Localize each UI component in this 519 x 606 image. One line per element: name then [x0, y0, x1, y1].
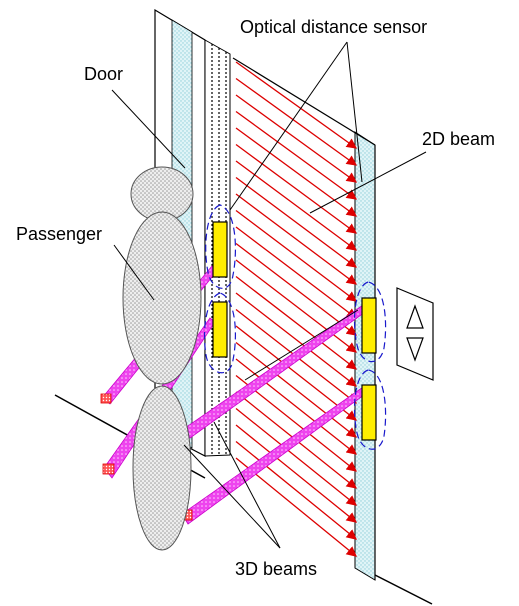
- detection-zone-right-lower: [353, 369, 387, 450]
- 2d-beam-array: [235, 61, 358, 557]
- 2d-beam-arrow: [235, 176, 358, 268]
- floor-line-right: [374, 574, 433, 605]
- 2d-beam-arrow: [235, 127, 358, 217]
- 2d-beam-arrow: [235, 407, 358, 506]
- 2d-beam-label: 2D beam: [422, 129, 495, 149]
- call-indicator-panel: [396, 287, 434, 381]
- 2d-beam-arrow: [235, 143, 358, 234]
- 2d-beam-arrow: [235, 242, 358, 336]
- passenger-figure: [122, 166, 202, 551]
- 2d-beam-arrow: [235, 110, 358, 200]
- passenger-label: Passenger: [16, 224, 102, 244]
- 2d-beam-arrow: [235, 424, 358, 523]
- 2d-beam-arrow: [235, 226, 358, 319]
- sensor-left-lower: [212, 301, 228, 358]
- 2d-beam-arrow: [235, 374, 358, 472]
- 2d-beam-arrow: [235, 292, 358, 387]
- 3d-beam-1-end: [100, 393, 112, 404]
- 3d-beams-label: 3D beams: [235, 559, 317, 579]
- 2d-beam-arrow: [235, 94, 358, 183]
- detection-zone-left-lower: [203, 292, 237, 374]
- 2d-beam-arrow: [235, 160, 358, 251]
- 2d-beam-arrow: [235, 275, 358, 370]
- 2d-beam-arrow: [235, 193, 358, 285]
- sensor-right-lower: [361, 384, 377, 441]
- 2d-beam-arrow: [235, 61, 358, 149]
- passenger-legs: [132, 385, 192, 551]
- door-frame-right: [232, 57, 376, 581]
- 2d-beam-arrow: [235, 325, 358, 421]
- detection-zone-right-upper: [353, 281, 387, 363]
- 2d-beam-arrow: [235, 358, 358, 455]
- 2d-beam-arrow: [235, 259, 358, 353]
- 3d-beam-3-end: [102, 463, 115, 475]
- optical-distance-sensor-right: [353, 281, 387, 450]
- 2d-beam-arrow: [235, 440, 358, 540]
- triangle-up-icon: [406, 304, 424, 329]
- passenger-body: [122, 211, 202, 385]
- 2d-beam-arrow: [235, 77, 358, 166]
- triangle-down-icon: [406, 337, 424, 362]
- detection-zone-left-upper: [205, 204, 237, 289]
- leader-lines: [111, 41, 427, 549]
- 2d-beam-arrow: [235, 341, 358, 438]
- optical-distance-sensor-label: Optical distance sensor: [240, 17, 427, 37]
- door-label: Door: [84, 64, 123, 84]
- sensor-left-upper: [212, 221, 228, 278]
- sensor-right-upper: [361, 297, 377, 354]
- optical-distance-sensor-left: [203, 204, 237, 374]
- 2d-beam-arrow: [235, 209, 358, 302]
